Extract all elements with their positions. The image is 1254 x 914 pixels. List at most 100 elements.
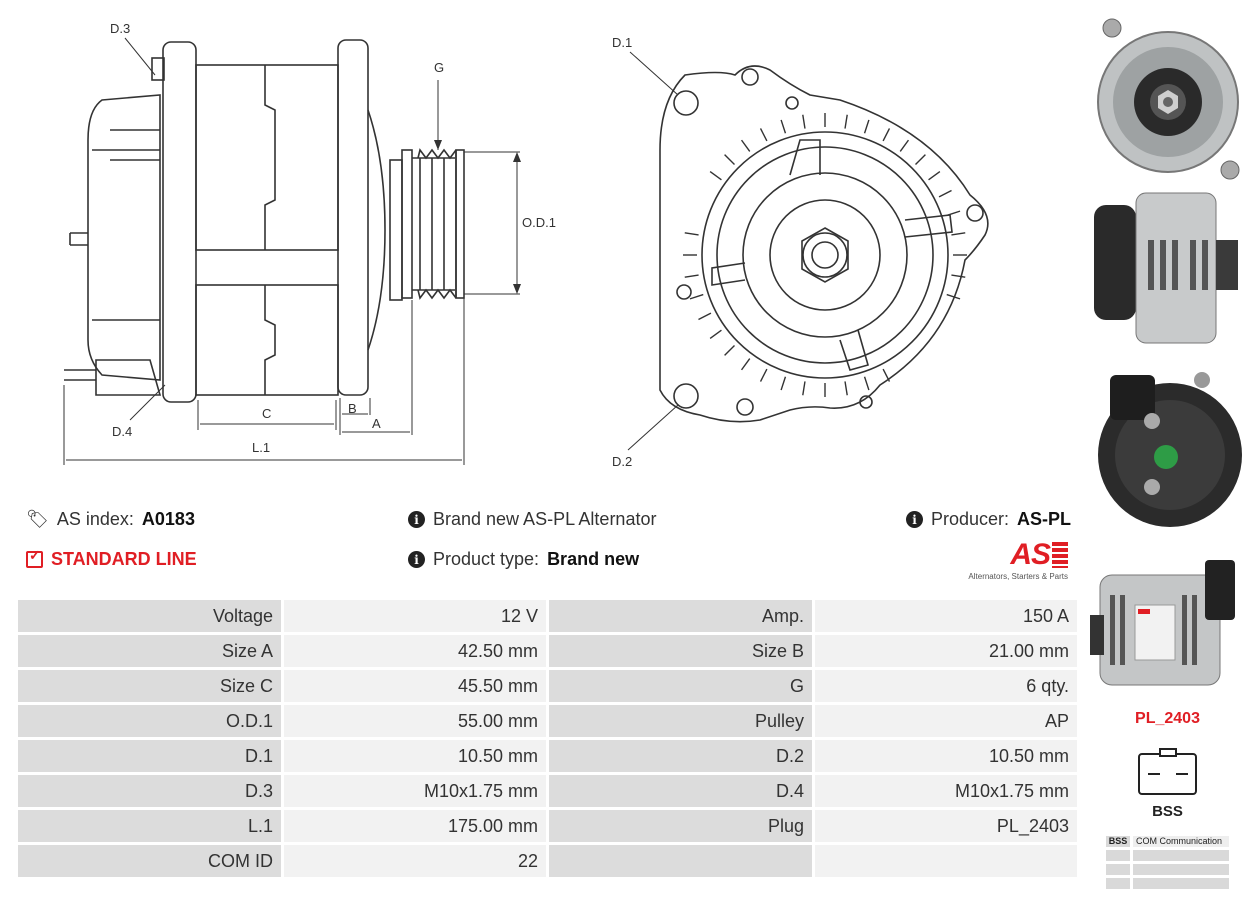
plug-code: PL_2403 xyxy=(1135,710,1200,727)
plug-connector-icon xyxy=(1138,748,1197,795)
spec-label: Size C xyxy=(18,670,281,702)
com-table-header: BSS COM Communication xyxy=(1106,836,1229,847)
as-index: 🏷 AS index: A0183 xyxy=(26,509,195,530)
spec-label: Pulley xyxy=(549,705,812,737)
spec-label: D.4 xyxy=(549,775,812,807)
label-d2: D.2 xyxy=(612,454,632,469)
spec-value: 21.00 mm xyxy=(815,635,1077,667)
vent-slot xyxy=(915,154,926,165)
vent-slot xyxy=(863,376,870,391)
vent-slot xyxy=(844,114,848,129)
vent-slot xyxy=(802,381,806,396)
label-d1: D.1 xyxy=(612,35,632,50)
producer: i Producer: AS-PL xyxy=(906,509,1071,530)
vent-slot xyxy=(780,376,787,391)
info-icon: i xyxy=(408,551,425,568)
as-index-label: AS index: xyxy=(56,509,134,529)
vent-slot xyxy=(698,312,712,321)
standard-line-label: STANDARD LINE xyxy=(51,549,197,569)
vent-slot xyxy=(724,154,735,165)
spec-value: 150 A xyxy=(815,600,1077,632)
label-d3: D.3 xyxy=(110,21,130,36)
spec-label: D.3 xyxy=(18,775,281,807)
com-table-row xyxy=(1106,878,1229,889)
com-table-row xyxy=(1106,864,1229,875)
label-g: G xyxy=(434,60,444,75)
label-c: C xyxy=(262,406,271,421)
product-photo-side xyxy=(1090,185,1242,350)
vent-slot xyxy=(780,119,787,134)
product-type-value: Brand new xyxy=(547,549,640,569)
spec-label: G xyxy=(549,670,812,702)
spec-value: M10x1.75 mm xyxy=(815,775,1077,807)
vent-slot xyxy=(899,139,910,152)
vent-slot xyxy=(740,358,751,371)
vent-slot xyxy=(946,210,961,217)
vent-slot xyxy=(946,293,961,300)
vent-slot xyxy=(724,345,735,356)
com-table: BSS COM Communication xyxy=(1106,836,1229,892)
spec-label: L.1 xyxy=(18,810,281,842)
checkbox-icon: ✓ xyxy=(26,547,43,568)
description-text: Brand new AS-PL Alternator xyxy=(433,509,657,529)
spec-label: Voltage xyxy=(18,600,281,632)
vent-slot xyxy=(759,368,768,382)
info-icon: i xyxy=(408,511,425,528)
com-code: BSS xyxy=(1106,836,1130,847)
vent-slot xyxy=(709,329,722,340)
label-l1: L.1 xyxy=(252,440,270,455)
vent-slot xyxy=(882,128,891,142)
spec-value: 12 V xyxy=(284,600,546,632)
vent-slot xyxy=(684,274,699,278)
label-b: B xyxy=(348,401,357,416)
spec-label: Plug xyxy=(549,810,812,842)
as-index-value: A0183 xyxy=(141,509,195,529)
producer-label: Producer: xyxy=(931,509,1010,529)
com-table-row xyxy=(1106,850,1229,861)
logo-tagline: Alternators, Starters & Parts xyxy=(968,572,1068,581)
vent-slot xyxy=(844,381,848,396)
vent-slot xyxy=(709,170,722,181)
spec-value: 175.00 mm xyxy=(284,810,546,842)
spec-value: 42.50 mm xyxy=(284,635,546,667)
spec-value: 10.50 mm xyxy=(815,740,1077,772)
spec-value: AP xyxy=(815,705,1077,737)
spec-value: 22 xyxy=(284,845,546,877)
product-photo-rear xyxy=(1090,355,1242,535)
logo-stripes-icon xyxy=(1052,542,1068,568)
vent-slot xyxy=(684,232,699,236)
vent-slot xyxy=(938,189,952,198)
standard-line: ✓ STANDARD LINE xyxy=(26,547,197,570)
ventilation-slots xyxy=(683,113,967,397)
label-a: A xyxy=(372,416,381,431)
logo-text: AS xyxy=(1010,538,1051,571)
product-type: i Product type: Brand new xyxy=(408,549,639,570)
vent-slot xyxy=(951,274,966,278)
vent-slot xyxy=(882,368,891,382)
label-od1: O.D.1 xyxy=(522,215,556,230)
vent-slot xyxy=(802,114,806,129)
tag-icon: 🏷 xyxy=(26,509,49,529)
as-pl-logo: AS Alternators, Starters & Parts xyxy=(966,538,1068,581)
vent-slot xyxy=(863,119,870,134)
spec-value: 45.50 mm xyxy=(284,670,546,702)
spec-label: Amp. xyxy=(549,600,812,632)
spec-label: D.1 xyxy=(18,740,281,772)
front-view-drawing: D.1 D.2 xyxy=(612,35,989,469)
product-photo-front xyxy=(1090,10,1242,182)
spec-value: 6 qty. xyxy=(815,670,1077,702)
producer-value: AS-PL xyxy=(1017,509,1072,529)
vent-slot xyxy=(928,170,941,181)
connector-label: BSS xyxy=(1152,803,1183,820)
com-name: COM Communication xyxy=(1133,836,1229,847)
spec-label xyxy=(549,845,812,877)
spec-label: Size A xyxy=(18,635,281,667)
